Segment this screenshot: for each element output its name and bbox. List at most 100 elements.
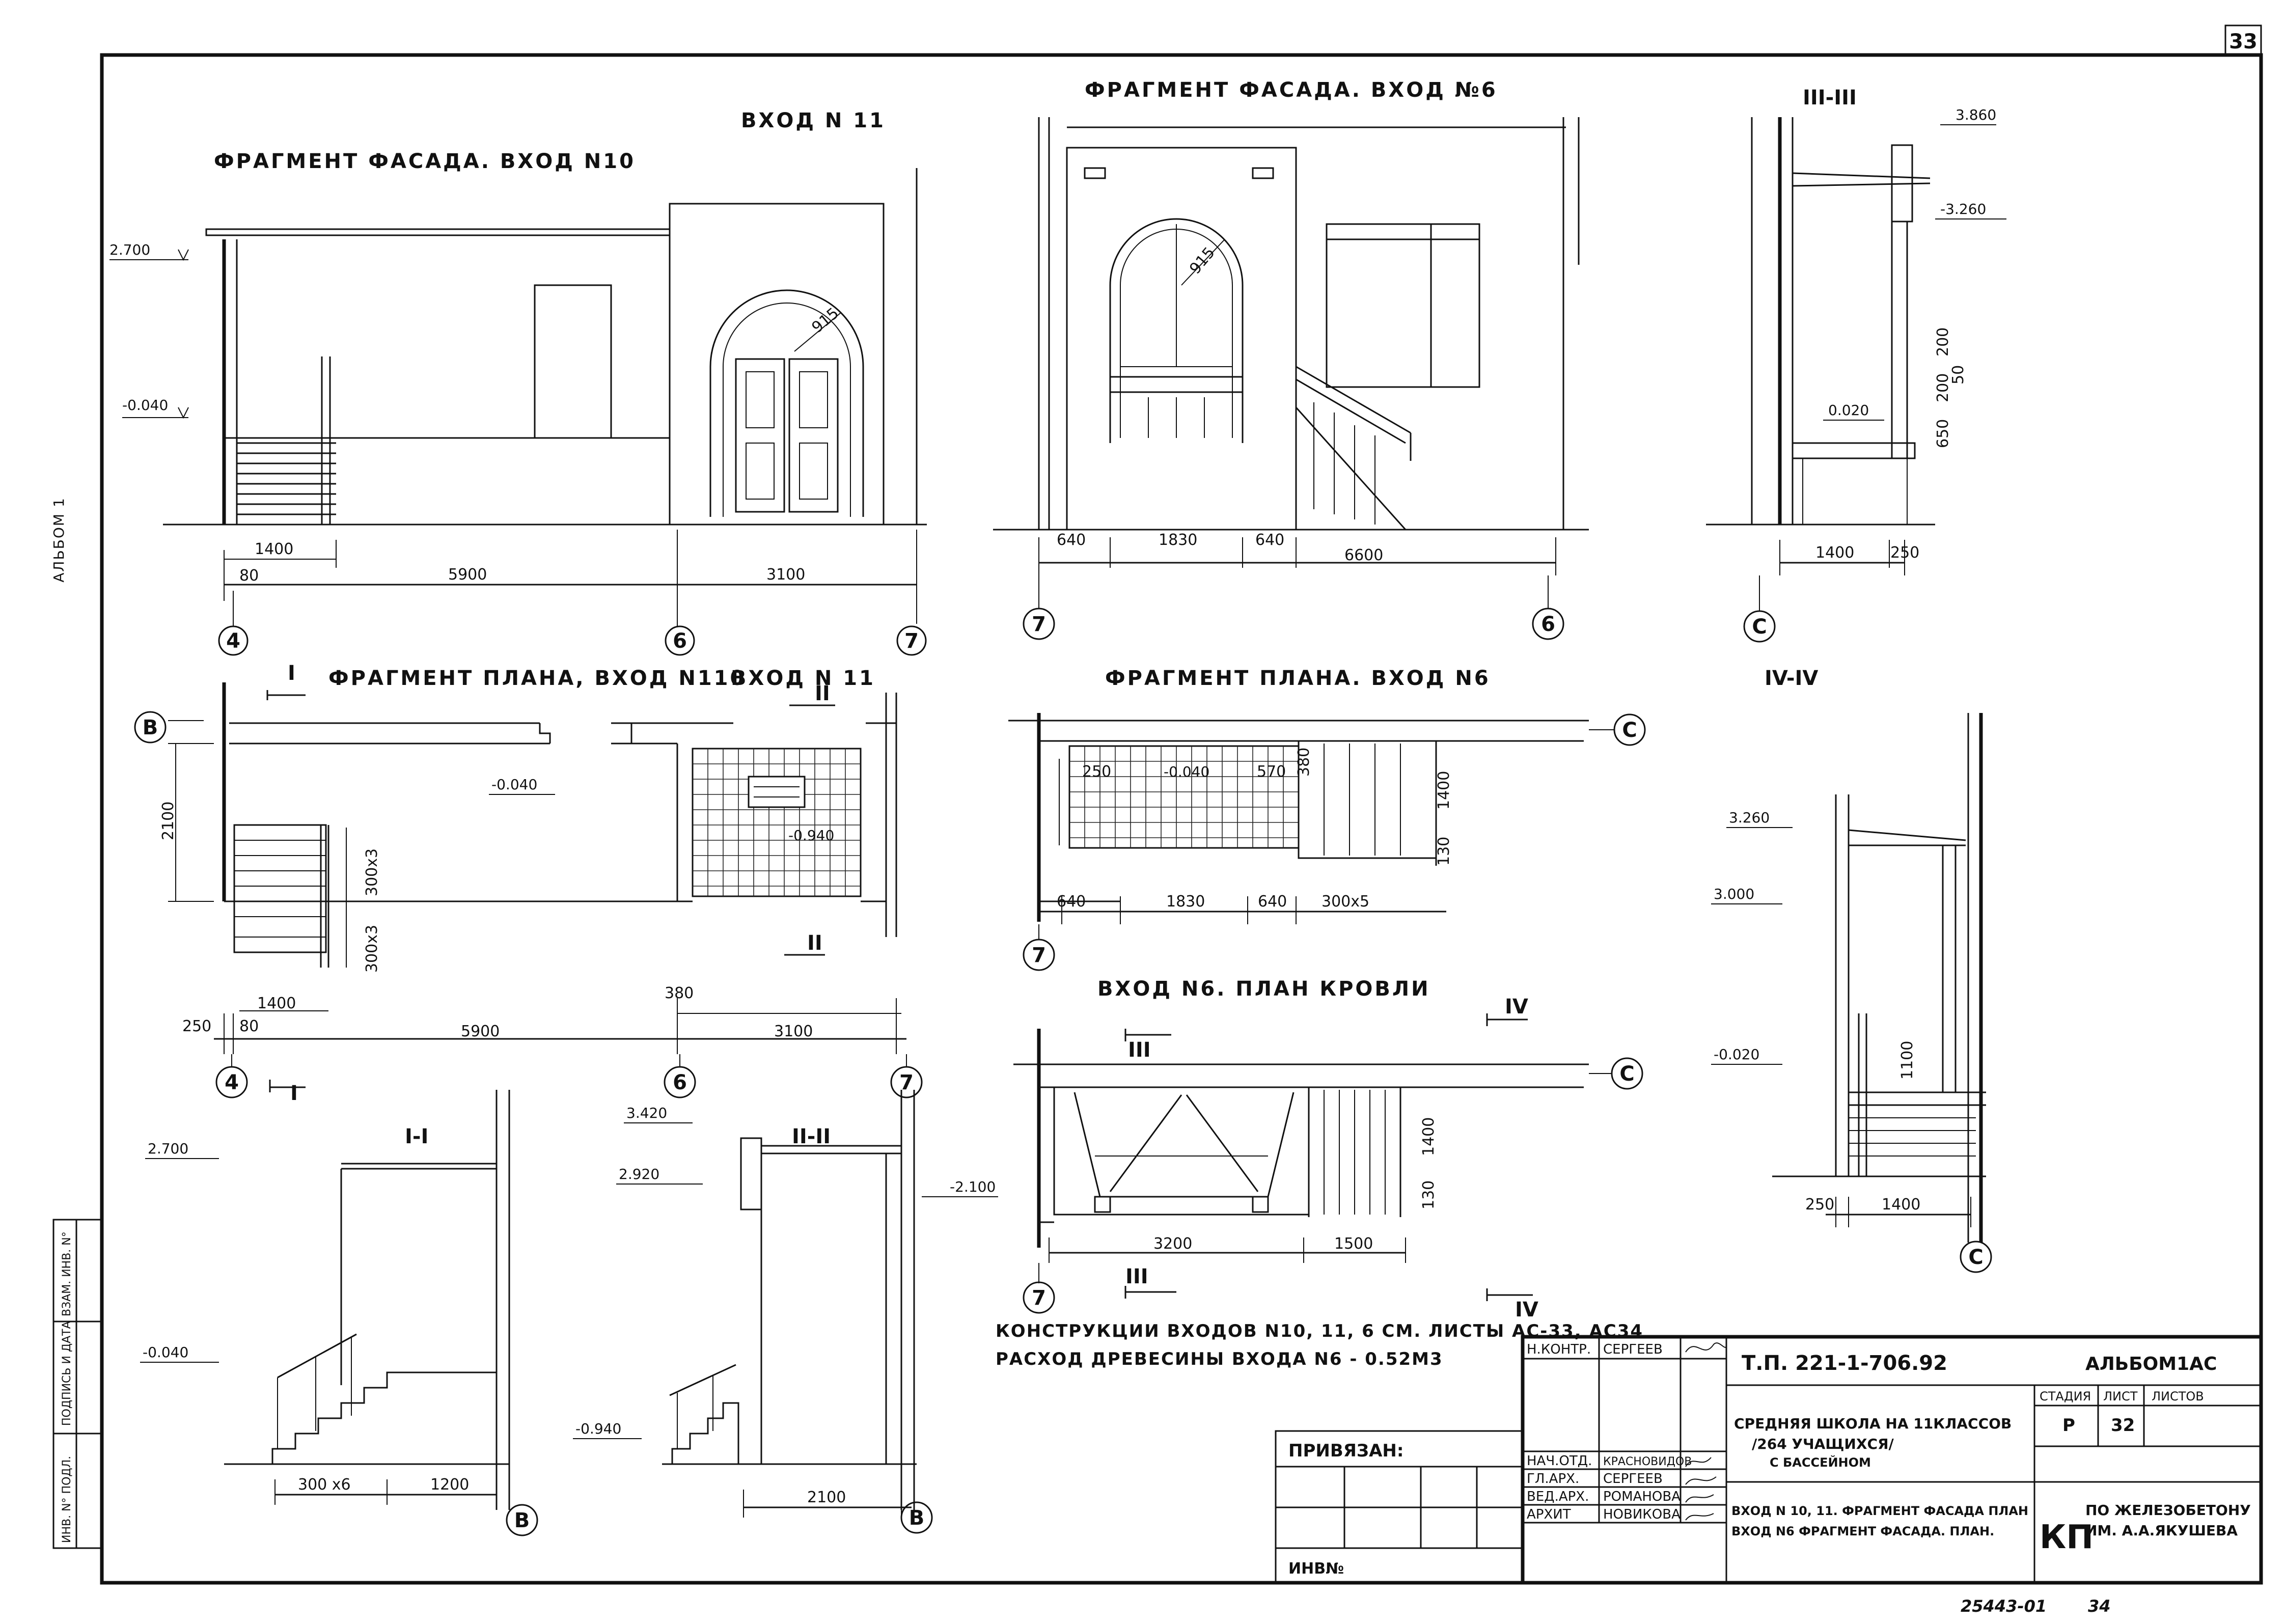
dim-1100: 1100 — [1898, 1041, 1916, 1080]
section-4-title: IV-IV — [1765, 667, 1818, 690]
side-cell-replace: ВЗАМ. ИНВ. N° — [61, 1231, 73, 1316]
dim-1400-b: 1400 — [1815, 544, 1854, 562]
dim-3200: 3200 — [1153, 1235, 1192, 1253]
dim-2100-b: 2100 — [807, 1489, 846, 1506]
note-line-2: РАСХОД ДРЕВЕСИНЫ ВХОДА N6 - 0.52М3 — [996, 1349, 1443, 1369]
axis-c-a: C — [1752, 615, 1767, 639]
axis-c-section4: C — [1968, 1246, 1983, 1269]
plan-11-title: ВХОД N 11 — [731, 667, 875, 690]
plan-10-stair — [233, 824, 347, 968]
sheet-number: 33 — [2229, 30, 2258, 53]
dim-250-a: 250 — [1890, 544, 1919, 562]
dim-80-b: 80 — [239, 1017, 259, 1035]
object-line-2: /264 УЧАЩИХСЯ/ — [1752, 1436, 1894, 1452]
level-3000: 3.000 — [1714, 886, 1754, 902]
level-m0940-plan: -0.940 — [788, 827, 834, 844]
dim-640-d: 640 — [1258, 893, 1287, 911]
name-4: НОВИКОВА — [1603, 1507, 1681, 1522]
axis-c-plan6: C — [1622, 719, 1637, 742]
section-mark-2-top: II — [815, 682, 830, 705]
axis-7-plan6: 7 — [1032, 944, 1046, 967]
dim-5900-a: 5900 — [448, 566, 487, 584]
side-stamp: ИНВ. N° ПОДЛ. ПОДПИСЬ И ДАТА ВЗАМ. ИНВ. … — [52, 1219, 103, 1549]
notes: КОНСТРУКЦИИ ВХОДОВ N10, 11, 6 СМ. ЛИСТЫ … — [996, 1321, 1642, 1369]
dim-6600: 6600 — [1344, 546, 1383, 564]
org-logo: КП — [2040, 1519, 2094, 1556]
level-m3260: -3.260 — [1940, 201, 1986, 217]
section-mark-3-top: III — [1128, 1038, 1151, 1062]
plan-entry-10-11: ФРАГМЕНТ ПЛАНА, ВХОД N110 ВХОД N 11 300х… — [134, 662, 923, 1105]
dim-640-c: 640 — [1057, 893, 1086, 911]
dim-1400-d: 1400 — [1435, 771, 1453, 810]
axis-6-a: 6 — [673, 629, 687, 653]
sheet-line-1: ВХОД N 10, 11. ФРАГМЕНТ ФАСАДА ПЛАН — [1731, 1504, 2028, 1518]
level-m0040-plan: -0.040 — [491, 776, 537, 793]
axis-7-roof: 7 — [1032, 1286, 1046, 1310]
level-0020: 0.020 — [1828, 402, 1869, 419]
facade-entry-6: ФРАГМЕНТ ФАСАДА. ВХОД №6 915 — [993, 78, 1589, 640]
album-side-label: АЛЬБОМ 1 — [50, 497, 67, 583]
section-1-1: I-I 2.700 -0.040 300 х6 1200 В — [140, 1090, 538, 1536]
sheet-value: 32 — [2111, 1415, 2135, 1436]
dim-80-a: 80 — [239, 567, 259, 585]
sheet-label: ЛИСТ — [2103, 1389, 2138, 1403]
role-4: АРХИТ — [1527, 1507, 1571, 1522]
side-cell-sign: ПОДПИСЬ И ДАТА — [61, 1321, 73, 1426]
dim-650: 650 — [1934, 419, 1952, 448]
name-1: КРАСНОВИДОВ — [1603, 1455, 1692, 1468]
dim-380-a: 380 — [665, 984, 694, 1002]
dim-1400-a: 1400 — [255, 540, 293, 558]
stage-value: Р — [2062, 1415, 2075, 1436]
level-2920: 2.920 — [619, 1166, 659, 1182]
dim-1830-a: 1830 — [1159, 531, 1197, 549]
sheets-label: ЛИСТОВ — [2152, 1389, 2204, 1403]
dim-1400-e: 1400 — [1882, 1196, 1920, 1214]
axis-7-b: 7 — [1032, 613, 1046, 636]
section-mark-1-top: I — [288, 662, 295, 685]
section-1-title: I-I — [405, 1125, 428, 1148]
sheet-frame — [100, 53, 2263, 1585]
level-m0040-a: -0.040 — [122, 397, 168, 414]
dim-250-d: 250 — [1805, 1196, 1834, 1214]
sheet-index-page: 34 — [2088, 1597, 2111, 1616]
roof-plan-entry-6: ВХОД N6. ПЛАН КРОВЛИ 1400 130 3200 1500 … — [1013, 977, 1643, 1322]
title-block: ПРИВЯЗАН: ИНВ№ Н.КОНТР. СЕРГЕЕВ НАЧ.ОТД.… — [1275, 1335, 2263, 1585]
role-0: Н.КОНТР. — [1527, 1342, 1591, 1357]
dim-1200: 1200 — [430, 1476, 469, 1494]
sheet-index: 25443-01 — [1961, 1597, 2047, 1616]
doc-code: Т.П. 221-1-706.92 — [1742, 1352, 1947, 1375]
dim-200-b: 200 — [1934, 327, 1952, 356]
object-line-1: СРЕДНЯЯ ШКОЛА НА 11КЛАССОВ — [1734, 1415, 2012, 1432]
level-m0040-sec1: -0.040 — [143, 1344, 188, 1361]
org-line-2: ИМ. А.А.ЯКУШЕВА — [2085, 1522, 2238, 1539]
section-mark-2-bottom: II — [807, 931, 822, 955]
dim-130-a: 130 — [1435, 837, 1453, 866]
dim-130-b: 130 — [1420, 1180, 1438, 1209]
name-0: СЕРГЕЕВ — [1603, 1342, 1663, 1357]
dim-300x6: 300 х6 — [298, 1476, 351, 1494]
signature-1 — [1685, 1457, 1712, 1467]
level-2700-a: 2.700 — [109, 241, 150, 258]
facade-10-title: ФРАГМЕНТ ФАСАДА. ВХОД N10 — [214, 150, 636, 173]
dim-3100-a: 3100 — [766, 566, 805, 584]
dim-1500: 1500 — [1334, 1235, 1373, 1253]
signature-2 — [1685, 1476, 1717, 1485]
section-2-title: II-II — [792, 1125, 831, 1148]
signature-4 — [1685, 1513, 1714, 1521]
entry-11-title: ВХОД N 11 — [741, 109, 886, 132]
role-1: НАЧ.ОТД. — [1527, 1453, 1592, 1469]
section-mark-4-bottom: IV — [1515, 1298, 1538, 1322]
section-3-title: III-III — [1803, 86, 1857, 109]
dim-300x3-b: 300х3 — [363, 925, 381, 973]
section-mark-3-bottom: III — [1125, 1265, 1148, 1288]
axis-b-sec2: В — [909, 1506, 925, 1530]
name-3: РОМАНОВА — [1603, 1489, 1681, 1504]
level-3420: 3.420 — [626, 1105, 667, 1121]
plan-11-tile-floor — [692, 748, 862, 897]
dim-2100-a: 2100 — [159, 802, 177, 840]
facade-entry-10-11: ФРАГМЕНТ ФАСАДА. ВХОД N10 ВХОД N 11 — [109, 109, 927, 656]
stage-label: СТАДИЯ — [2040, 1389, 2091, 1403]
facade-6-title: ФРАГМЕНТ ФАСАДА. ВХОД №6 — [1085, 78, 1498, 102]
section-4-4: IV-IV 3.260 3.000 -0.020 1100 250 1400 C — [1711, 667, 1992, 1273]
